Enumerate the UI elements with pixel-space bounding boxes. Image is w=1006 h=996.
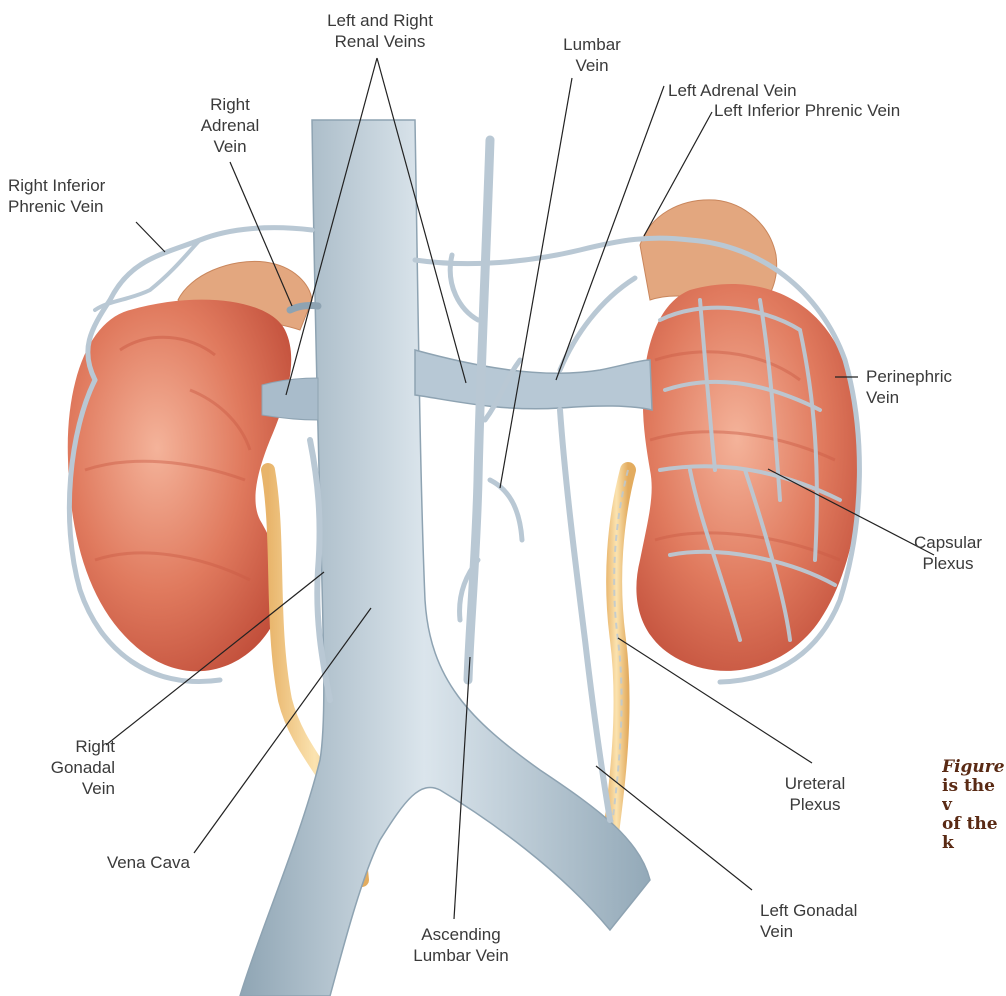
figure-caption: Figure is the v of the k: [942, 758, 1006, 853]
caption-line-3: of the k: [942, 814, 998, 853]
right-renal-vein: [262, 378, 318, 420]
label-left-adrenal-vein: Left Adrenal Vein: [668, 80, 868, 101]
caption-figure-word: Figure: [942, 758, 1005, 777]
label-ascending-lumbar-vein: Ascending Lumbar Vein: [386, 924, 536, 966]
label-lumbar-vein: Lumbar Vein: [544, 34, 640, 76]
label-right-gonadal-vein: Right Gonadal Vein: [20, 736, 115, 799]
vena-cava: [240, 120, 650, 996]
right-kidney: [68, 300, 291, 672]
left-renal-vein: [415, 350, 652, 410]
label-capsular-plexus: Capsular Plexus: [896, 532, 1000, 574]
label-right-adrenal-vein: Right Adrenal Vein: [170, 94, 290, 157]
ascending-lumbar-vein: [468, 140, 490, 680]
label-renal-veins: Left and Right Renal Veins: [300, 10, 460, 52]
label-left-inferior-phrenic-vein: Left Inferior Phrenic Vein: [714, 100, 954, 121]
right-adrenal-vein: [290, 305, 318, 310]
caption-line-2: is the v: [942, 776, 995, 815]
label-ureteral-plexus: Ureteral Plexus: [760, 773, 870, 815]
left-adrenal-vein: [560, 278, 635, 370]
label-perinephric-vein: Perinephric Vein: [866, 366, 1006, 408]
label-vena-cava: Vena Cava: [40, 852, 190, 873]
label-right-inferior-phrenic-vein: Right Inferior Phrenic Vein: [8, 175, 168, 217]
label-left-gonadal-vein: Left Gonadal Vein: [760, 900, 920, 942]
left-gonadal-vein: [560, 410, 610, 820]
